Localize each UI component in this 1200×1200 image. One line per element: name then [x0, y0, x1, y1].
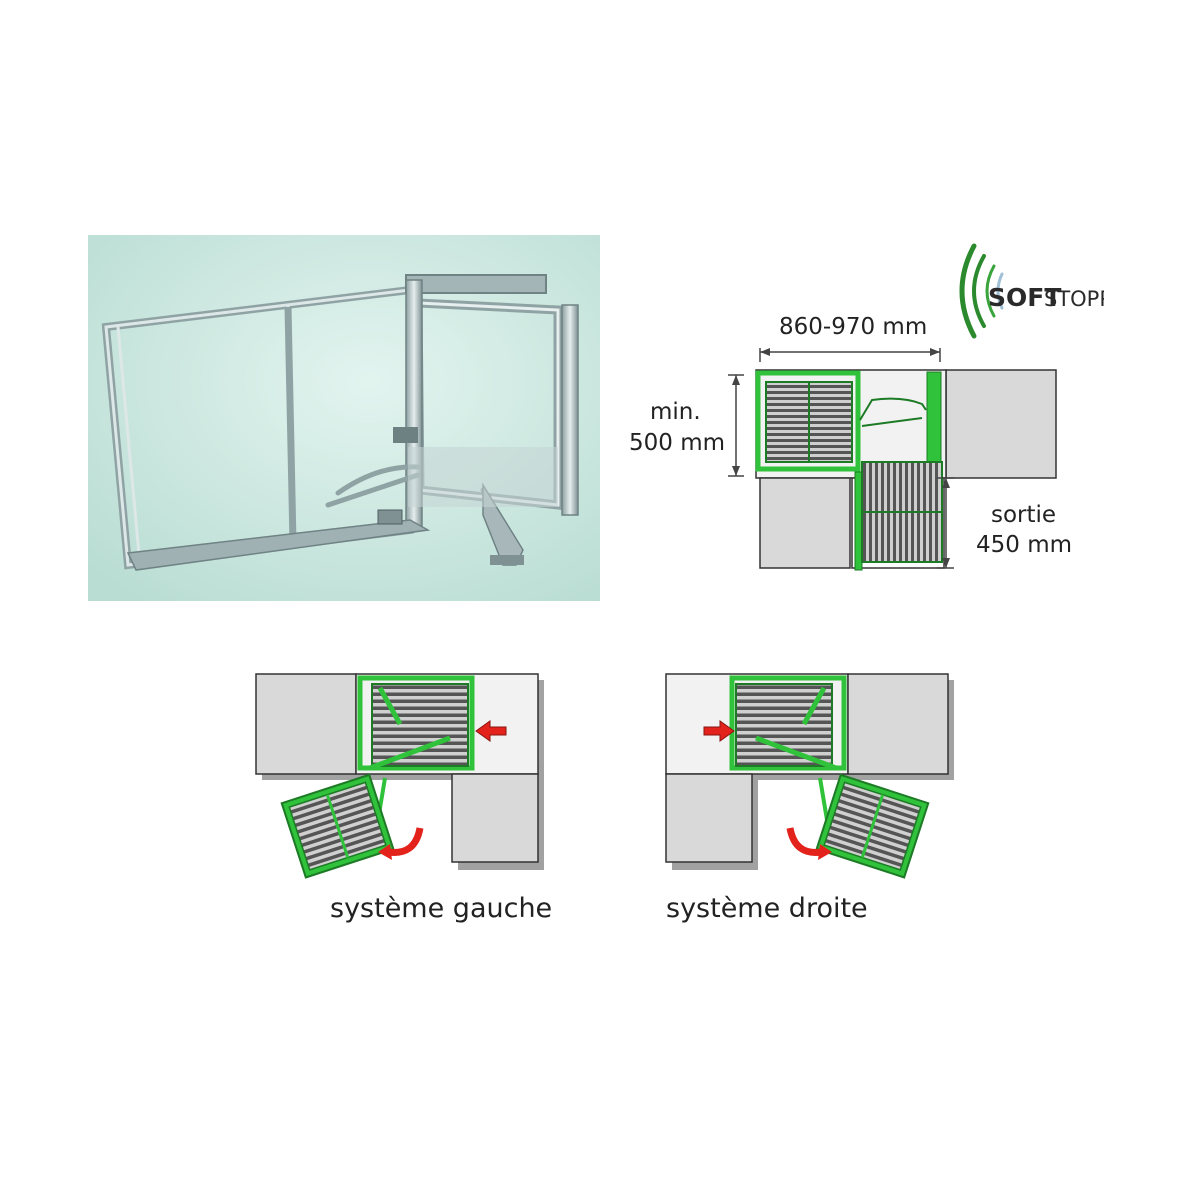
cabinet-left: [255, 673, 357, 775]
right-system-diagram: [665, 673, 954, 879]
cabinet-right: [847, 673, 949, 775]
cabinet-lower: [759, 477, 851, 569]
caption-left-system: système gauche: [330, 893, 553, 924]
pullout-dimension-line2: 450 mm: [976, 532, 1073, 558]
arrow-left-icon: [475, 720, 507, 742]
product-photo: [88, 235, 600, 601]
softstopp-stopp: STOPP: [1044, 287, 1104, 311]
left-system-diagram: [255, 673, 544, 879]
cabinet-right: [945, 369, 1057, 479]
arrow-right-icon: [703, 720, 735, 742]
softstopp-logo: SOFT STOPP: [959, 243, 1104, 339]
softstopp-soft: SOFT: [988, 283, 1061, 312]
pullout-dimension-line1: sortie: [991, 502, 1057, 528]
dimension-plan: [728, 348, 1057, 571]
cabinet-lower: [451, 773, 539, 863]
rotate-arrow-icon: [387, 827, 424, 856]
depth-dimension-line2: 500 mm: [629, 430, 726, 456]
rotate-arrow-icon: [786, 827, 823, 856]
depth-dimension-line1: min.: [650, 399, 701, 425]
wave-icon: [959, 243, 1004, 339]
width-dimension: 860-970 mm: [779, 314, 928, 340]
cabinet-lower: [665, 773, 753, 863]
caption-right-system: système droite: [666, 893, 868, 924]
